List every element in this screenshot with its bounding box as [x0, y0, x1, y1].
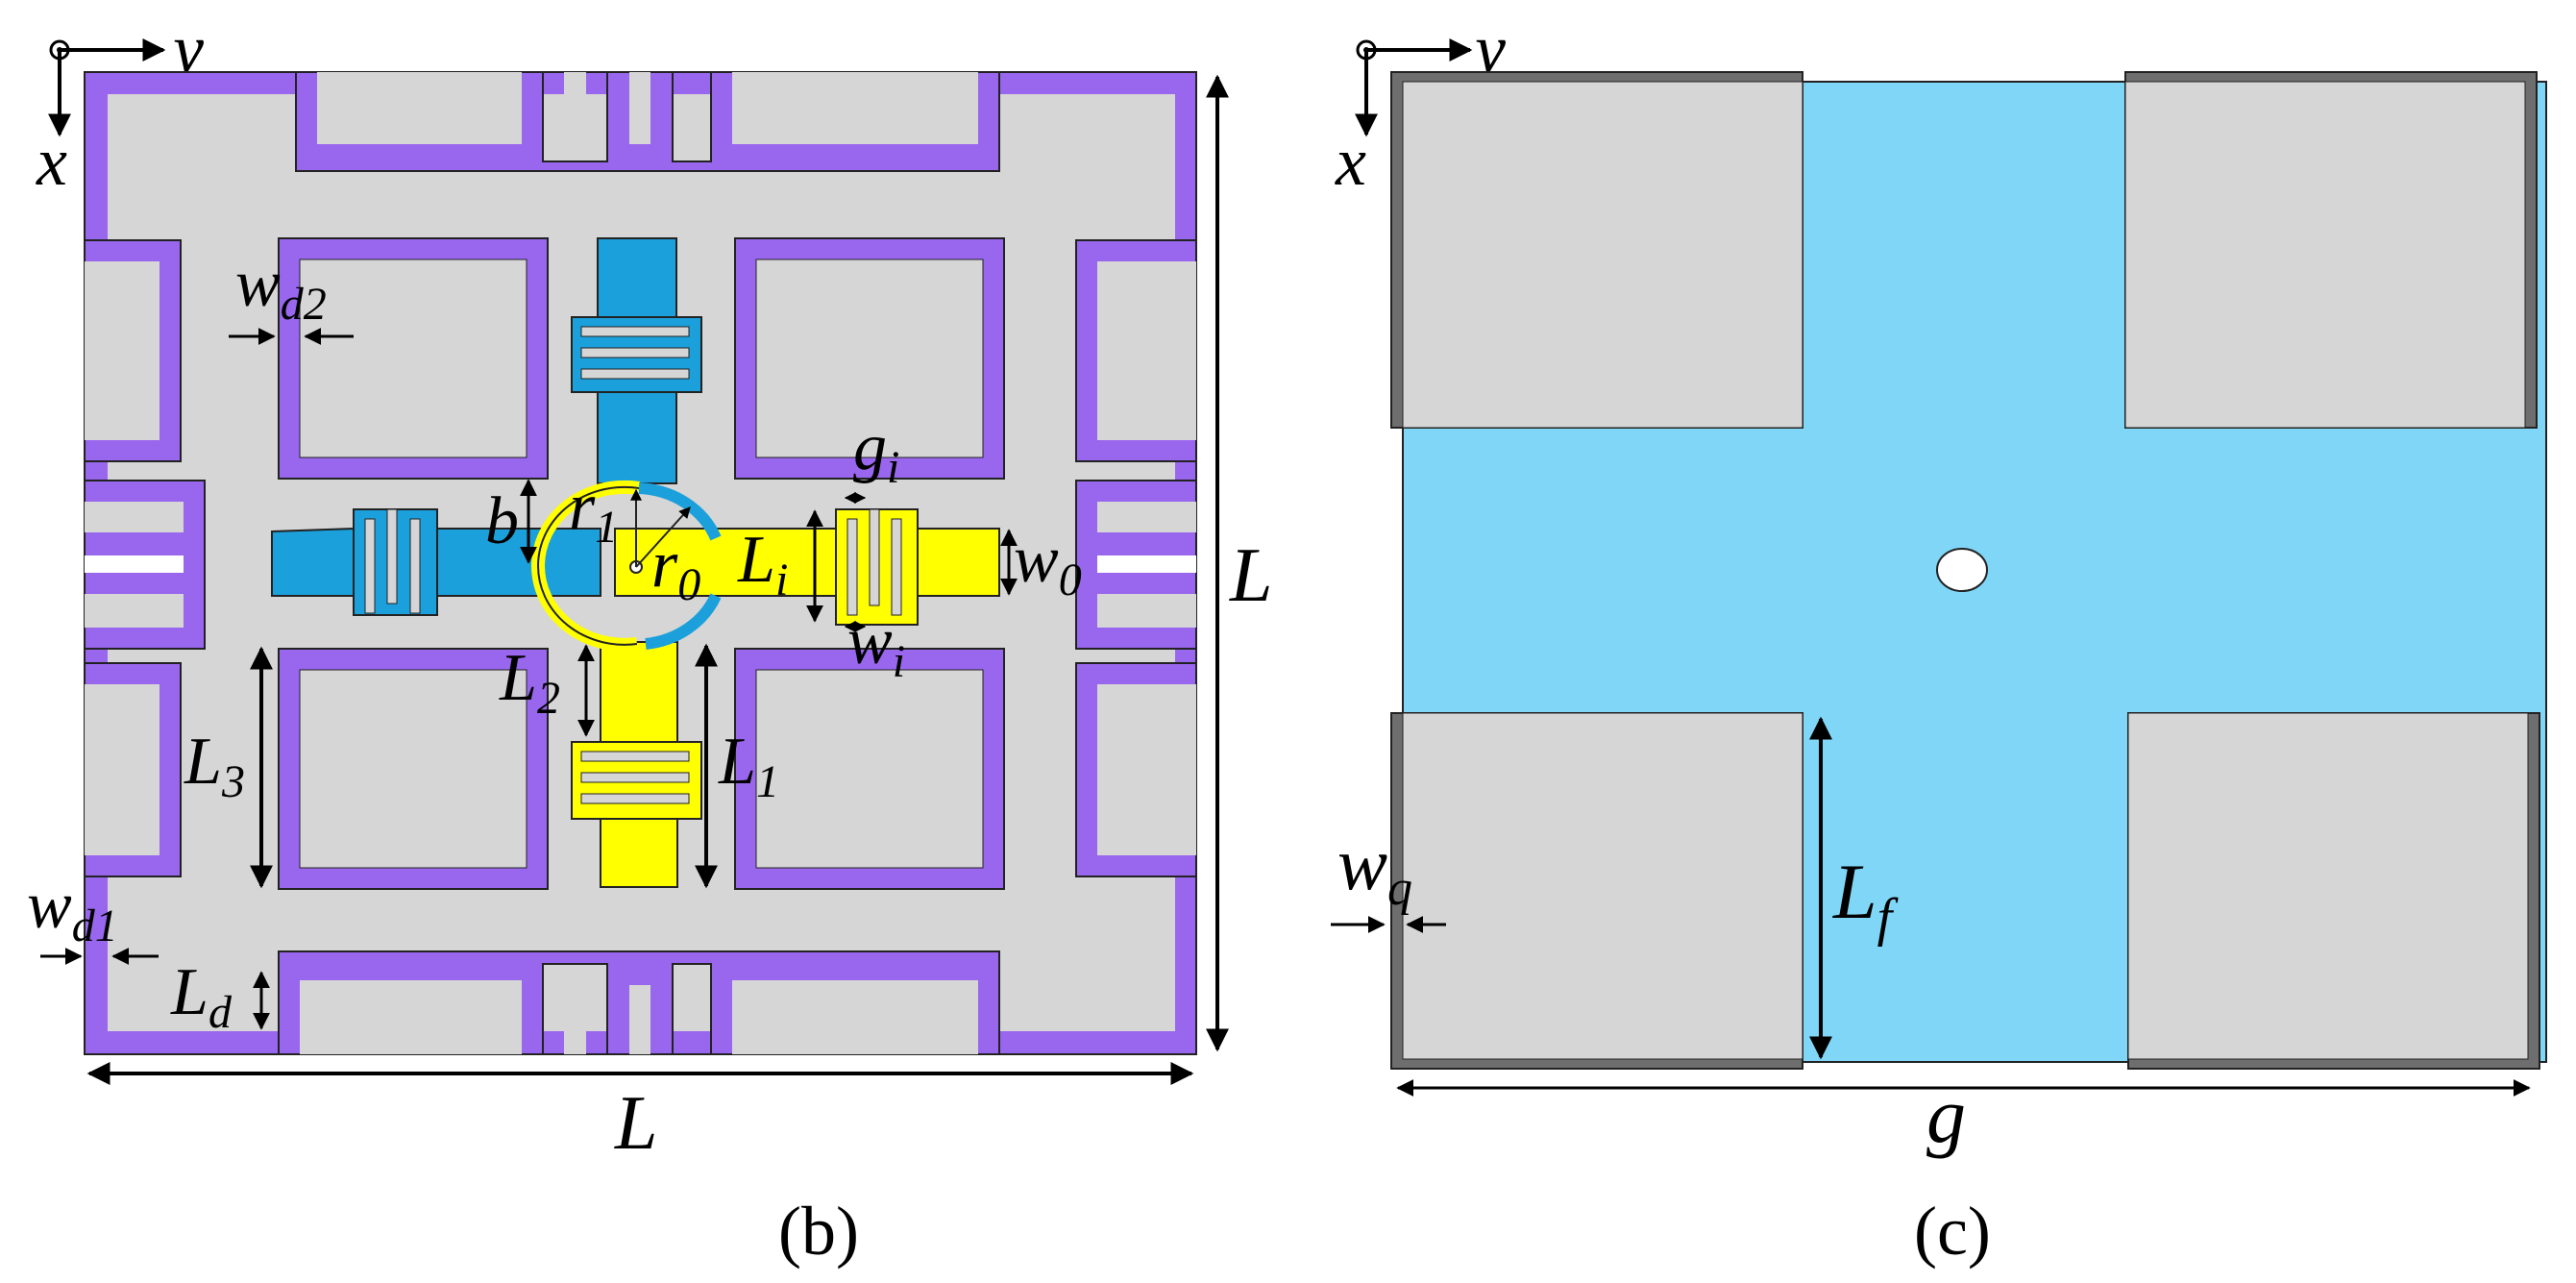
label-r1: r1: [569, 470, 618, 553]
label-wd2: wd2: [235, 247, 327, 330]
caption-c: (c): [1914, 1193, 1991, 1270]
inner-rings: [278, 237, 1005, 890]
label-r0: r0: [651, 528, 700, 610]
label-Li: Li: [737, 523, 788, 605]
caption-b: (b): [778, 1193, 859, 1270]
label-L-bottom: L: [614, 1081, 658, 1166]
panel-b: y x: [27, 11, 1273, 1270]
top-notches: [295, 71, 1000, 172]
panel-c: y x wq Lf g (c): [1331, 11, 2547, 1270]
label-Ld: Ld: [170, 955, 233, 1038]
label-wi: wi: [847, 604, 905, 687]
dimension-arrows-b: [40, 74, 1229, 1085]
axes-b: y x: [36, 11, 204, 200]
blue-top-stub: [571, 237, 702, 484]
axis-x-label-c: x: [1335, 123, 1366, 200]
label-L3: L3: [184, 725, 245, 807]
bottom-notches: [278, 950, 1000, 1055]
label-gi: gi: [853, 410, 899, 493]
dimension-arrows-c: [1331, 716, 2531, 1097]
right-notches: [1075, 239, 1197, 877]
label-b: b: [485, 484, 519, 558]
label-L2: L2: [499, 641, 560, 724]
label-wd1: wd1: [27, 869, 118, 951]
label-w0: w0: [1014, 523, 1082, 605]
axis-x-label: x: [36, 123, 67, 200]
label-L-right: L: [1229, 533, 1273, 618]
label-wq: wq: [1337, 822, 1412, 916]
via-hole: [1936, 548, 1988, 592]
label-g: g: [1926, 1072, 1966, 1159]
corner-patches: [1390, 71, 2540, 1070]
axes-c: y x: [1335, 11, 1506, 200]
blue-left-stub: [271, 508, 601, 616]
left-notches: [84, 239, 206, 877]
center-ring: [531, 480, 722, 652]
yellow-bottom-stub: [571, 641, 702, 888]
label-L1: L1: [718, 725, 779, 807]
labels-b: wd2 gi b r1 r0 Li w0 wi L2 L3 L1 wd1 Ld …: [27, 247, 1273, 1166]
